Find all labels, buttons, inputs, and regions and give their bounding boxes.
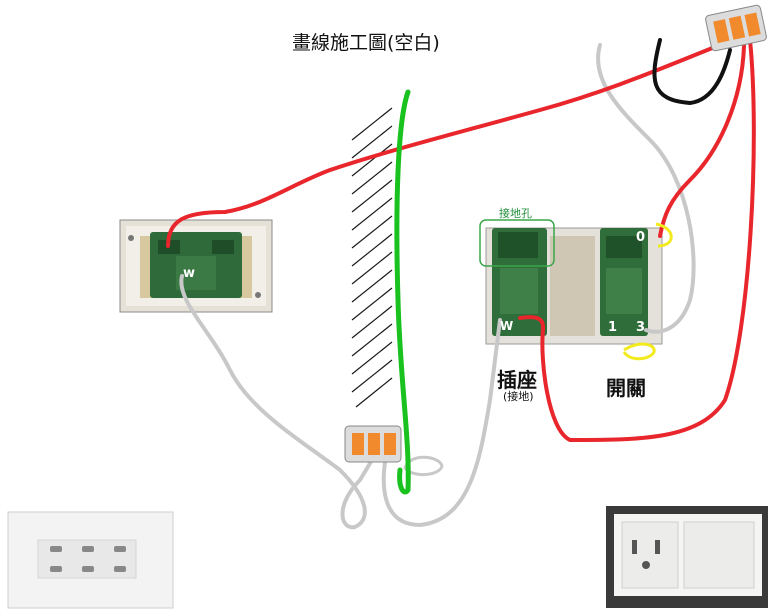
- highlight-terminal-3: [622, 342, 656, 361]
- neutral-wire-left: [179, 274, 374, 530]
- ground-hole-box: [479, 219, 555, 267]
- live-wire-switch-feed: [658, 44, 746, 238]
- box-terminal-w: w: [183, 266, 196, 281]
- wall-hatching: [351, 107, 393, 408]
- live-wire-main: [166, 36, 740, 248]
- switch-terminal-0: 0: [636, 230, 646, 245]
- switch-terminal-1: 1: [608, 320, 618, 335]
- socket-label: 插座: [497, 368, 537, 392]
- neutral-wire-loop: [381, 318, 502, 527]
- socket-switch-image: [606, 506, 768, 608]
- switch-terminal-3: 3: [636, 320, 646, 335]
- neutral-wire-right: [596, 43, 696, 334]
- connector-top: [705, 4, 767, 52]
- neutral-wire-junction: [403, 455, 444, 476]
- switch-label: 開關: [606, 376, 646, 400]
- ground-hole-label: 接地孔: [499, 207, 532, 220]
- page-title: 畫線施工圖(空白): [292, 32, 440, 54]
- connector-bottom: [344, 425, 402, 463]
- highlight-terminal-0: [655, 222, 673, 248]
- ground-wire: [394, 89, 411, 495]
- socket-sub-label: (接地): [503, 390, 534, 403]
- live-wire-loop: [518, 38, 756, 442]
- triple-outlet-image: [7, 511, 174, 609]
- jumper-wire: [652, 38, 732, 105]
- socket-switch-plate: [479, 219, 663, 345]
- left-outlet-box: [119, 219, 273, 313]
- socket-terminal-w: W: [500, 319, 514, 333]
